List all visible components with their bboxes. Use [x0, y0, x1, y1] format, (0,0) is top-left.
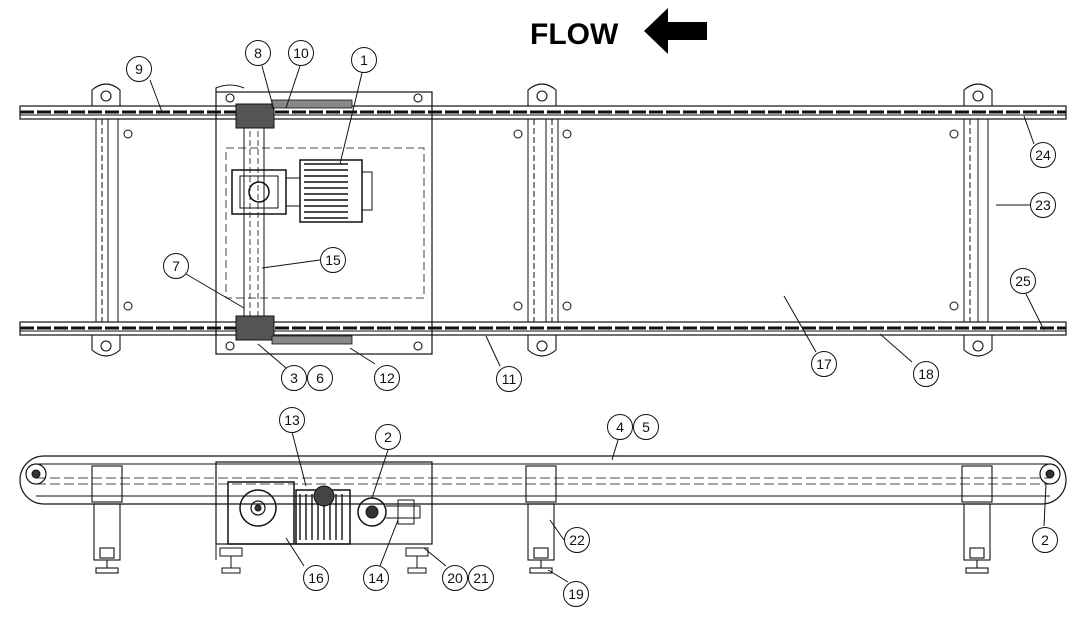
top-side-rail — [19, 105, 1067, 120]
bottom-side-rail — [19, 321, 1067, 336]
svg-text:16: 16 — [308, 570, 324, 586]
callout-6: 6 — [307, 365, 333, 391]
callout-18: 18 — [913, 361, 939, 387]
flow-title: FLOW — [530, 18, 619, 51]
cross-member-right — [963, 119, 989, 322]
callout-20: 20 — [442, 565, 468, 591]
callout-24: 24 — [1030, 142, 1056, 168]
callout-21: 21 — [468, 565, 494, 591]
svg-text:18: 18 — [918, 366, 934, 382]
svg-text:24: 24 — [1035, 147, 1051, 163]
callout-2-end: 2 — [1032, 527, 1058, 553]
cross-member-left — [95, 119, 119, 322]
side-support-left — [91, 465, 123, 574]
callout-balloons: 1 8 10 9 24 23 25 7 15 3 6 12 11 17 18 1… — [126, 40, 1058, 607]
svg-text:15: 15 — [325, 252, 341, 268]
callout-leader-lines — [149, 65, 1047, 583]
svg-text:2: 2 — [384, 429, 392, 445]
side-support-right — [961, 465, 993, 574]
svg-text:10: 10 — [293, 45, 309, 61]
svg-text:22: 22 — [569, 532, 585, 548]
svg-text:9: 9 — [135, 61, 143, 77]
svg-text:7: 7 — [172, 258, 180, 274]
side-drive-housing — [215, 461, 433, 574]
svg-text:21: 21 — [473, 570, 489, 586]
callout-8: 8 — [245, 40, 271, 66]
bed-plate-right — [557, 118, 965, 323]
svg-text:3: 3 — [290, 370, 298, 386]
plan-view — [19, 83, 1067, 357]
svg-text:13: 13 — [284, 412, 300, 428]
callout-14: 14 — [363, 565, 389, 591]
callout-4: 4 — [607, 414, 633, 440]
svg-text:5: 5 — [642, 419, 650, 435]
svg-text:17: 17 — [816, 356, 832, 372]
end-pulley-right — [1039, 463, 1061, 485]
callout-16: 16 — [303, 565, 329, 591]
svg-text:2: 2 — [1041, 532, 1049, 548]
end-pulley-left — [25, 463, 47, 485]
svg-text:12: 12 — [379, 370, 395, 386]
svg-text:4: 4 — [616, 419, 624, 435]
svg-text:25: 25 — [1015, 273, 1031, 289]
callout-10: 10 — [288, 40, 314, 66]
svg-text:19: 19 — [568, 586, 584, 602]
side-view — [19, 455, 1067, 574]
side-frame-rail — [19, 455, 1067, 505]
svg-text:8: 8 — [254, 45, 262, 61]
callout-7: 7 — [163, 253, 189, 279]
callout-13: 13 — [279, 407, 305, 433]
callout-2-drive: 2 — [375, 424, 401, 450]
svg-text:23: 23 — [1035, 197, 1051, 213]
bed-plate-left — [117, 118, 529, 323]
callout-25: 25 — [1010, 268, 1036, 294]
callout-12: 12 — [374, 365, 400, 391]
svg-text:1: 1 — [360, 52, 368, 68]
callout-5: 5 — [633, 414, 659, 440]
callout-17: 17 — [811, 351, 837, 377]
callout-9: 9 — [126, 56, 152, 82]
svg-text:20: 20 — [447, 570, 463, 586]
plan-feet — [91, 83, 993, 357]
callout-19: 19 — [563, 581, 589, 607]
callout-23: 23 — [1030, 192, 1056, 218]
callout-15: 15 — [320, 247, 346, 273]
callout-1: 1 — [351, 47, 377, 73]
svg-text:6: 6 — [316, 370, 324, 386]
gearmotor-plan — [231, 159, 373, 223]
callout-22: 22 — [564, 527, 590, 553]
cross-member-middle — [527, 119, 559, 322]
callout-11: 11 — [496, 366, 522, 392]
drive-frame — [215, 91, 433, 355]
bed-mounting-holes — [123, 129, 959, 311]
callout-3: 3 — [281, 365, 307, 391]
svg-text:14: 14 — [368, 570, 384, 586]
svg-text:11: 11 — [502, 371, 517, 387]
side-support-middle — [525, 465, 557, 574]
flow-direction-arrow-icon — [644, 8, 707, 54]
